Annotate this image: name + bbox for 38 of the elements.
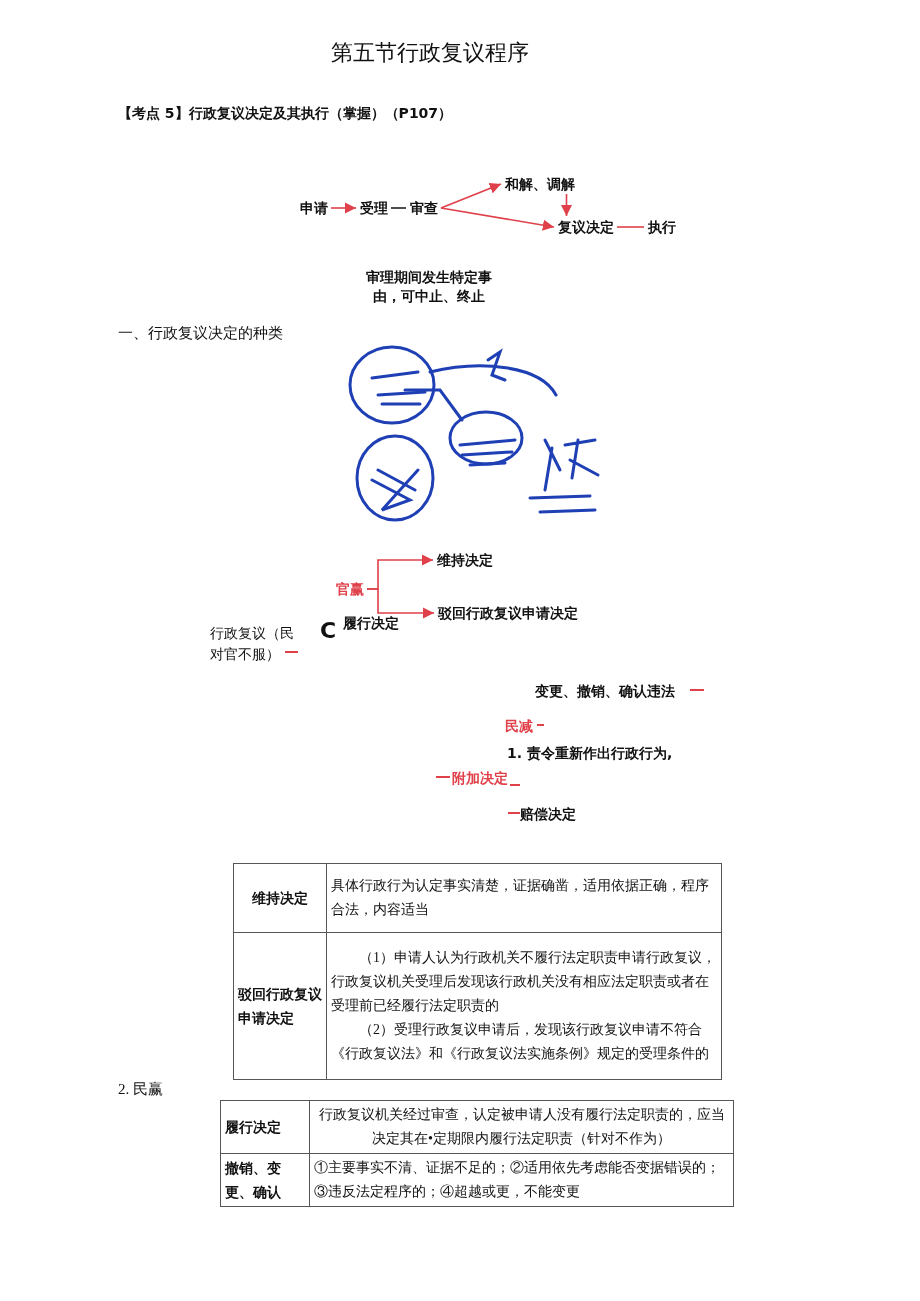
table-cell: 撤销、变更、确认	[220, 1153, 310, 1207]
arrow	[440, 207, 555, 231]
arrow	[366, 588, 435, 619]
page-title: 第五节行政复议程序	[330, 39, 530, 67]
node-text: 和解、调解	[503, 174, 577, 194]
connector-line	[390, 207, 407, 209]
node-text: 复议决定	[556, 217, 616, 237]
table-cell: ①主要事实不清、证据不足的；②适用依先考虑能否变据错误的；③违反法定程序的；④超越或更，不能变更	[309, 1153, 734, 1207]
arrow	[440, 182, 502, 209]
table-cell: 行政复议机关经过审查，认定被申请人没有履行法定职责的，应当决定其在•定期限内履行法定职责（针对不作为）	[309, 1100, 734, 1154]
node-text: 1. 责令重新作出行政行为,	[505, 743, 675, 763]
arrow	[330, 202, 357, 214]
connector-line	[616, 226, 645, 228]
node-text: 官赢	[334, 579, 366, 599]
paragraph: （1）申请人认为行政机关不履行法定职责申请行政复议，行政复议机关受理后发现该行政机关没有相应法定职责或者在受理前已经履行法定职责的	[331, 949, 717, 1015]
node-text: 维持决定	[435, 550, 495, 570]
section-heading: 【考点 5】行政复议决定及其执行（掌握）（P107）	[118, 105, 453, 123]
node-text: 申请	[298, 198, 330, 218]
arrow	[560, 193, 573, 217]
subheading: 2. 民赢	[118, 1080, 163, 1099]
table-cell: 具体行政行为认定事实清楚，证据确凿，适用依据正确，程序合法，内容适当	[326, 863, 722, 933]
table-cell: 维持决定	[233, 863, 327, 933]
table-cell: 驳回行政复议申请决定	[233, 932, 327, 1080]
node-text: 履行决定	[341, 613, 401, 633]
node-text: 赔偿决定	[518, 804, 578, 824]
node-text: 执行	[646, 217, 678, 237]
paragraph: （2）受理行政复议申请后，发现该行政复议申请不符合《行政复议法》和《行政复议法实施条例》规定的受理条件的	[331, 1021, 710, 1063]
node-text: 审查	[408, 198, 440, 218]
subheading: 一、行政复议决定的种类	[118, 324, 283, 343]
note-text: 审理期间发生特定事由，可中止、终止	[365, 268, 493, 306]
node-text: 附加决定	[450, 768, 510, 788]
node-text: 变更、撤销、确认违法	[533, 681, 677, 701]
node-text: 行政复议（民对官不服）	[208, 622, 296, 666]
node-text: 受理	[358, 198, 390, 218]
node-text: 民减	[503, 716, 535, 736]
table-cell: 履行决定	[220, 1100, 310, 1154]
brace-letter: C	[320, 618, 337, 643]
node-text: 驳回行政复议申请决定	[436, 603, 580, 623]
